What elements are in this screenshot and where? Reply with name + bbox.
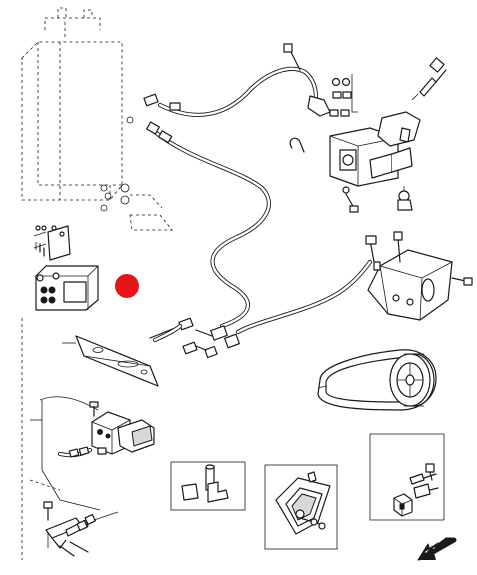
inset-pin-clip[interactable] xyxy=(170,461,246,511)
return-hose[interactable] xyxy=(146,121,271,329)
hose-fittings[interactable] xyxy=(149,317,240,359)
arrow-down-left-icon xyxy=(417,537,457,561)
belt-pulley[interactable] xyxy=(389,353,435,407)
inset-cover-plate[interactable] xyxy=(264,464,338,550)
solenoid-valve[interactable] xyxy=(57,401,155,458)
hydraulic-pump[interactable] xyxy=(283,43,447,213)
control-valve-block[interactable] xyxy=(33,225,99,311)
pressure-hose[interactable] xyxy=(235,259,373,335)
hydraulic-tank[interactable] xyxy=(21,7,173,231)
suction-hose[interactable] xyxy=(143,66,331,117)
lower-fitting-cluster[interactable] xyxy=(43,501,119,557)
mounting-bracket[interactable] xyxy=(365,231,473,321)
inset-switch-connector[interactable] xyxy=(369,433,445,521)
hose-clamp-bar[interactable] xyxy=(62,335,159,387)
highlight-marker[interactable] xyxy=(115,274,139,298)
